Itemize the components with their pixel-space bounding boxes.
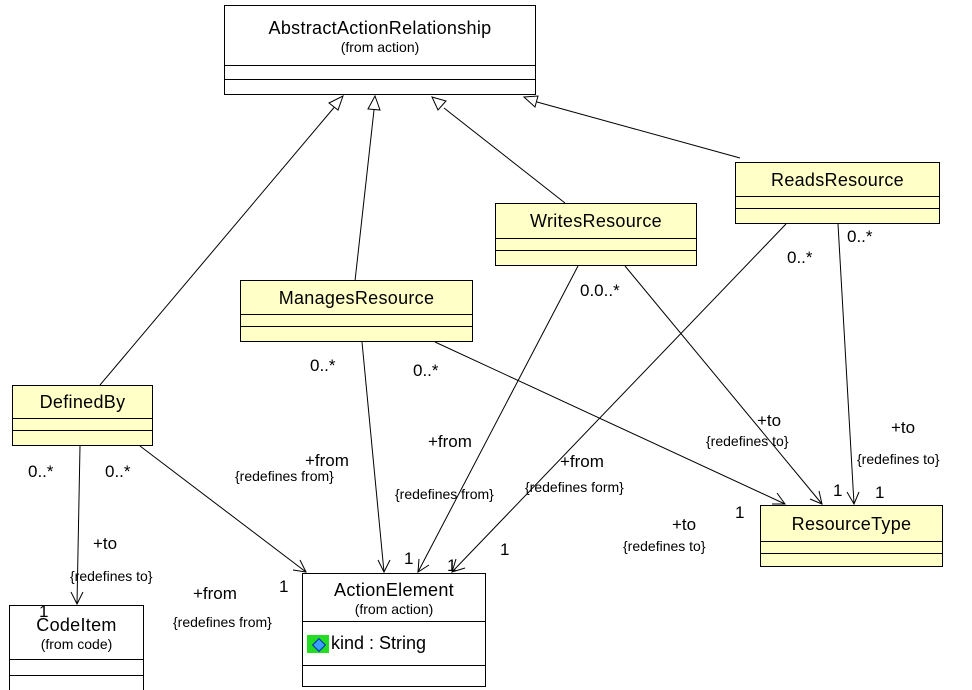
multiplicity-label: 0.0..*	[580, 281, 620, 300]
association-writesresource-actionelement	[417, 265, 579, 573]
role-label: +to	[891, 418, 916, 437]
multiplicity-label: 0..*	[310, 356, 336, 375]
generalization-writesresource	[443, 107, 566, 204]
operations-compartment	[761, 554, 942, 566]
generalization-definedby	[99, 103, 338, 386]
multiplicity-label: 0..*	[413, 361, 439, 380]
attributes-compartment	[736, 197, 939, 209]
role-label: +to	[93, 534, 118, 553]
association-writesresource-resourcetype	[624, 265, 823, 505]
operations-compartment	[241, 327, 472, 341]
operations-compartment	[13, 431, 152, 445]
arrowhead	[772, 492, 786, 505]
attributes-compartment: kind : String	[303, 622, 485, 666]
class-reads-resource[interactable]: ReadsResource	[735, 162, 940, 224]
attributes-compartment	[225, 66, 535, 80]
class-name: ResourceType	[791, 513, 912, 534]
arrowhead	[809, 490, 823, 505]
class-package: (from code)	[40, 635, 113, 652]
generalization-managesresource	[354, 109, 375, 282]
attribute-kind: kind : String	[331, 633, 427, 653]
multiplicity-label: 0..*	[105, 462, 131, 481]
constraint-label: {redefines to}	[706, 433, 789, 449]
class-name: AbstractActionRelationship	[268, 17, 492, 38]
operations-compartment	[10, 676, 143, 690]
multiplicity-label: 1	[875, 483, 885, 502]
constraint-label: {redefines from}	[173, 614, 272, 630]
multiplicity-label: 1	[735, 503, 745, 522]
class-package: (from action)	[354, 600, 434, 617]
arrowhead	[451, 558, 466, 573]
generalization-arrowhead	[522, 95, 539, 108]
association-readsresource-resourcetype	[837, 223, 855, 505]
class-name: ManagesResource	[278, 287, 435, 308]
association-managesresource-actionelement	[361, 341, 385, 573]
arrowhead	[70, 591, 84, 606]
operations-compartment	[225, 80, 535, 94]
constraint-label: {redefines from}	[235, 468, 334, 484]
arrowhead	[377, 559, 391, 574]
attributes-compartment	[496, 239, 696, 251]
class-name: ReadsResource	[771, 169, 904, 190]
arrowhead	[846, 491, 860, 506]
multiplicity-label: 1	[404, 549, 414, 568]
class-abstract-action-relationship[interactable]: AbstractActionRelationship (from action)	[224, 5, 536, 95]
generalization-arrowhead	[431, 96, 447, 111]
multiplicity-label: 1	[833, 481, 843, 500]
generalization-arrowhead	[328, 94, 344, 111]
operations-compartment	[736, 209, 939, 223]
multiplicity-label: 1	[279, 577, 289, 596]
attributes-compartment	[10, 660, 143, 676]
class-defined-by[interactable]: DefinedBy	[12, 385, 153, 446]
arrowhead	[417, 558, 430, 573]
role-label: +from	[193, 584, 237, 603]
public-attribute-icon	[307, 634, 329, 653]
generalization-readsresource	[536, 101, 741, 159]
association-readsresource-actionelement	[451, 223, 787, 573]
role-label: +from	[305, 451, 349, 470]
attributes-compartment	[241, 315, 472, 327]
class-code-item[interactable]: CodeItem (from code)	[9, 605, 144, 690]
class-name: DefinedBy	[39, 392, 126, 412]
class-resource-type[interactable]: ResourceType	[760, 505, 943, 567]
class-name: CodeItem	[36, 614, 117, 635]
role-label: +from	[560, 452, 604, 471]
class-name: WritesResource	[530, 211, 662, 231]
constraint-label: {redefines to}	[857, 451, 940, 467]
role-label: +to	[757, 411, 782, 430]
constraint-label: {redefines from}	[395, 486, 494, 502]
attributes-compartment	[13, 419, 152, 431]
constraint-label: {redefines form}	[525, 479, 624, 495]
association-definedby-actionelement	[139, 445, 307, 573]
association-definedby-codeitem	[76, 445, 81, 605]
multiplicity-label: 0..*	[787, 248, 813, 267]
arrowhead	[292, 559, 307, 573]
operations-compartment	[303, 666, 485, 686]
multiplicity-label: 1	[447, 556, 457, 575]
class-name: ActionElement	[334, 579, 454, 600]
attributes-compartment	[761, 542, 942, 554]
association-managesresource-resourcetype	[434, 341, 786, 505]
generalization-arrowhead	[367, 94, 381, 111]
constraint-label: {redefines to}	[623, 538, 706, 554]
multiplicity-label: 1	[500, 540, 510, 559]
class-package: (from action)	[340, 38, 420, 55]
multiplicity-label: 0..*	[28, 462, 54, 481]
class-manages-resource[interactable]: ManagesResource	[240, 280, 473, 342]
role-label: +to	[672, 515, 697, 534]
operations-compartment	[496, 251, 696, 265]
constraint-label: {redefines to}	[70, 568, 153, 584]
multiplicity-label: 0..*	[847, 227, 873, 246]
multiplicity-label: 1	[39, 602, 49, 621]
class-writes-resource[interactable]: WritesResource	[495, 203, 697, 266]
role-label: +from	[428, 432, 472, 451]
class-action-element[interactable]: ActionElement (from action) kind : Strin…	[302, 573, 486, 687]
